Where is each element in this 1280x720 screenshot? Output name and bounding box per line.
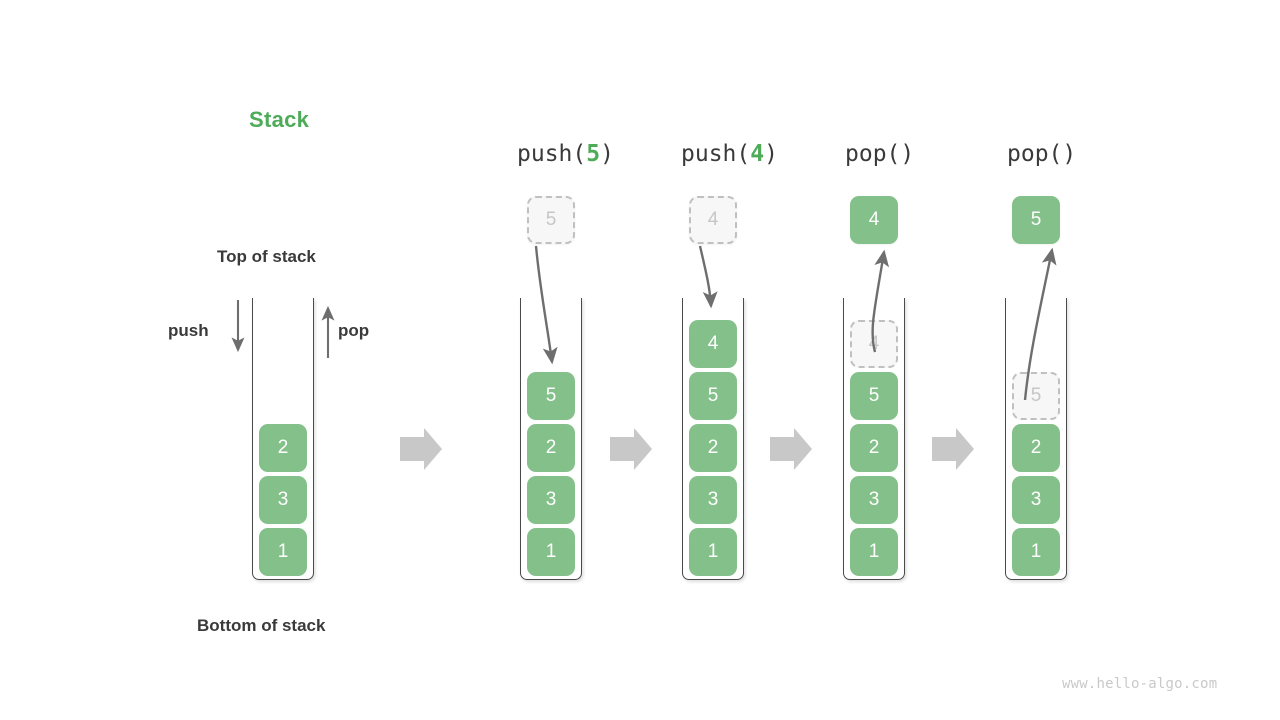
pop-label: pop: [338, 321, 370, 340]
stack-cell: 4: [850, 320, 898, 368]
op-label-push5: push(5): [517, 141, 614, 167]
stack-cell: 2: [850, 424, 898, 472]
stack-cell: 5: [1012, 372, 1060, 420]
stack-cell: 5: [527, 372, 575, 420]
stack-cell: 1: [850, 528, 898, 576]
stack-cell: 1: [527, 528, 575, 576]
stack-cell: 1: [259, 528, 307, 576]
floating-cell-pop2: 5: [1012, 196, 1060, 244]
floating-cell-push4: 4: [689, 196, 737, 244]
op-label-pop2: pop(): [1007, 141, 1076, 167]
op-name: push(: [681, 141, 751, 167]
stack-cell: 3: [689, 476, 737, 524]
stack-cell: 1: [1012, 528, 1060, 576]
op-name: push(: [517, 141, 587, 167]
op-label-push4: push(4): [681, 141, 778, 167]
stack-cell: 3: [850, 476, 898, 524]
push4-motion-arrow-icon: [698, 245, 718, 309]
stack-cell: 1: [689, 528, 737, 576]
step-separator-arrow-icon: [610, 428, 652, 470]
op-argument: 4: [750, 141, 765, 167]
op-paren: ): [600, 141, 614, 167]
stack-cell: 3: [527, 476, 575, 524]
step-separator-arrow-icon: [400, 428, 442, 470]
stack-cell: 5: [689, 372, 737, 420]
op-argument: 5: [586, 141, 601, 167]
top-of-stack-label: Top of stack: [217, 247, 316, 266]
stack-container: [252, 298, 314, 580]
stack-container: [843, 298, 905, 580]
step-separator-arrow-icon: [932, 428, 974, 470]
stack-cell: 3: [1012, 476, 1060, 524]
stack-container: [520, 298, 582, 580]
stack-cell: 3: [259, 476, 307, 524]
stack-cell: 2: [1012, 424, 1060, 472]
push-label: push: [168, 321, 209, 340]
floating-cell-pop1: 4: [850, 196, 898, 244]
stack-cell: 2: [259, 424, 307, 472]
floating-cell-push5: 5: [527, 196, 575, 244]
page-title: Stack: [249, 107, 310, 132]
bottom-of-stack-label: Bottom of stack: [197, 616, 326, 635]
stack-cell: 5: [850, 372, 898, 420]
stack-cell: 2: [689, 424, 737, 472]
stack-container: [682, 298, 744, 580]
stack-cell: 4: [689, 320, 737, 368]
step-separator-arrow-icon: [770, 428, 812, 470]
watermark: www.hello-algo.com: [1062, 676, 1218, 692]
op-paren: ): [764, 141, 778, 167]
op-name: pop(: [1007, 141, 1063, 167]
op-paren: ): [1062, 141, 1077, 167]
stack-cell: 2: [527, 424, 575, 472]
op-name: pop(: [845, 141, 901, 167]
op-label-pop1: pop(): [845, 141, 914, 167]
op-paren: ): [900, 141, 915, 167]
stack-container: [1005, 298, 1067, 580]
